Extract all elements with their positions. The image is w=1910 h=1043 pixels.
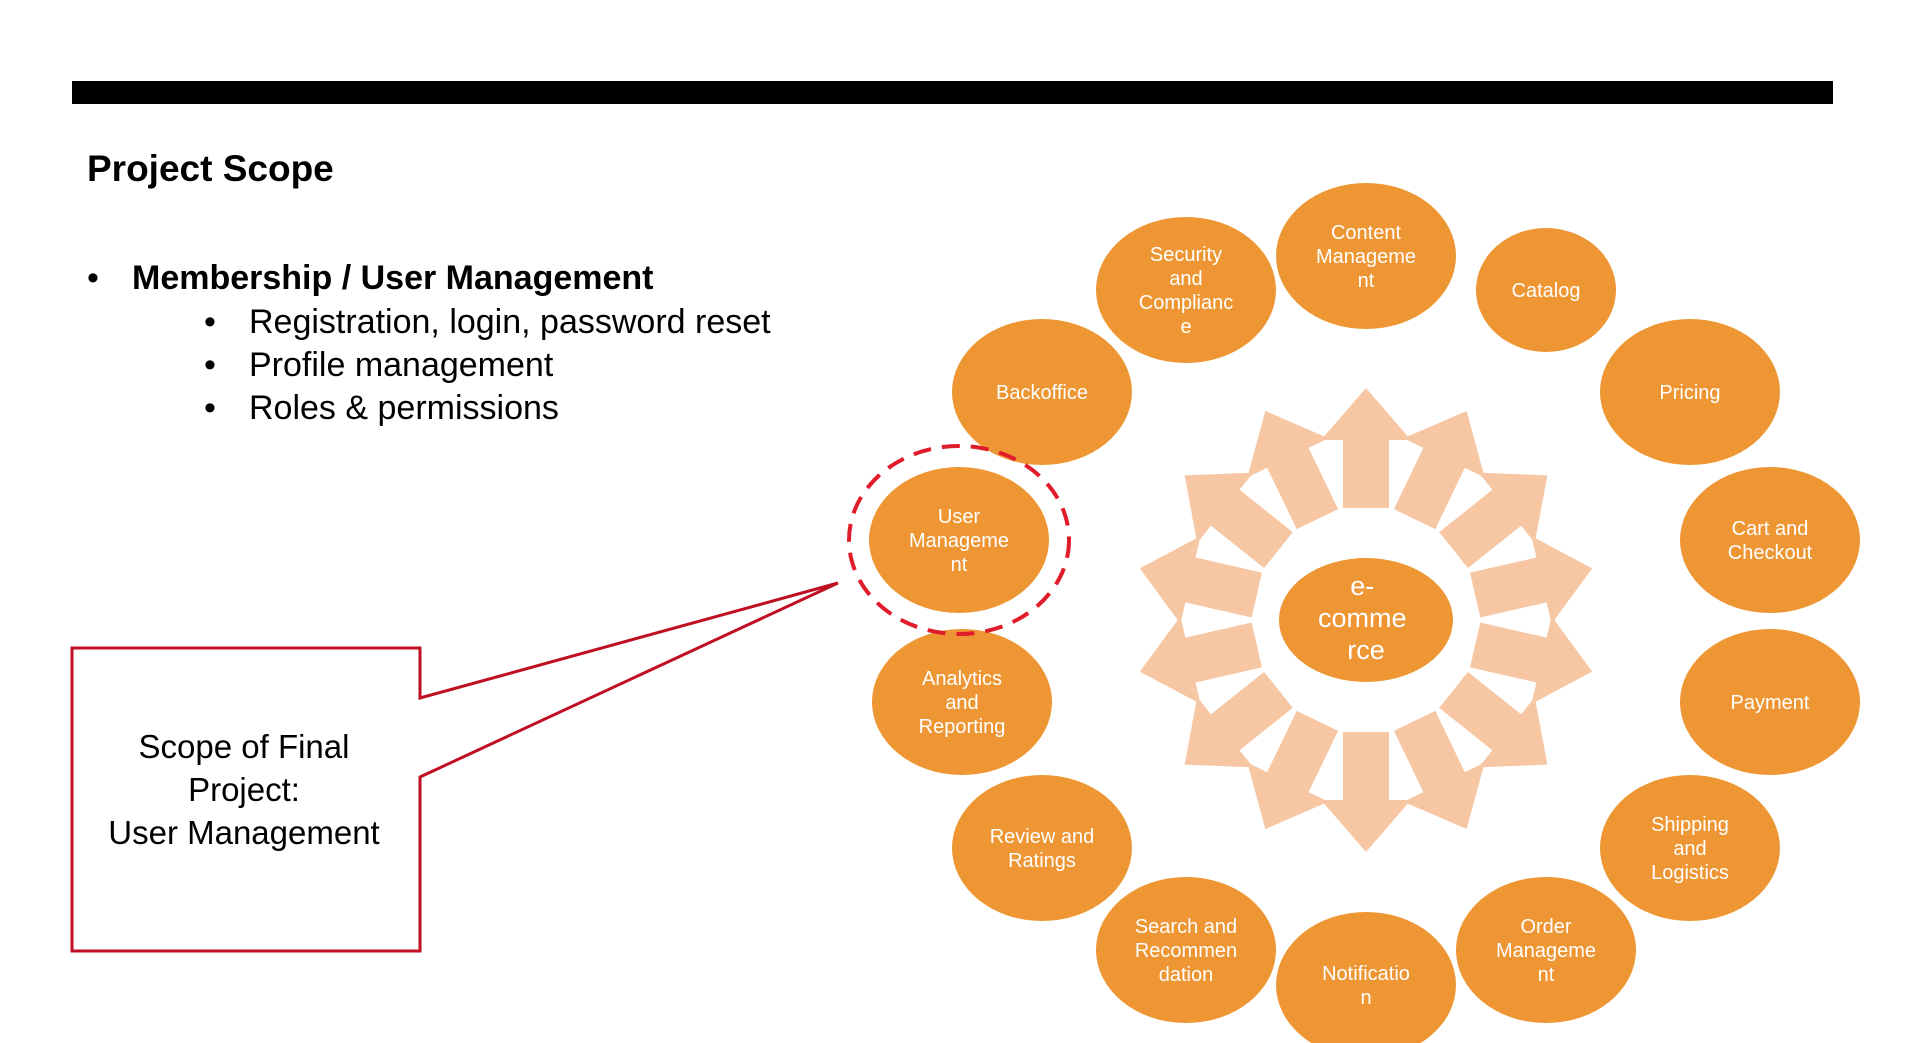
radial-arrow: [1184, 472, 1293, 569]
callout-shape: [70, 581, 839, 953]
subbullet-profile: Profile management: [132, 344, 771, 387]
radial-arrow-shape: [1184, 472, 1293, 569]
radial-arrow-shape: [1139, 536, 1262, 624]
center-node-label: e- comme rce: [1318, 571, 1414, 665]
radial-arrow-shape: [1321, 388, 1411, 508]
node-content-circle: [1276, 183, 1456, 329]
node-order-circle: [1456, 877, 1636, 1023]
node-payment-label: Payment: [1731, 692, 1810, 714]
radial-arrows: [1139, 388, 1593, 852]
callout-line-3: User Management: [108, 814, 380, 851]
radial-arrow-shape: [1470, 536, 1593, 624]
node-cart-circle: [1680, 467, 1860, 613]
node-catalog: Catalog: [1476, 228, 1616, 352]
node-security-circle: [1096, 217, 1276, 363]
node-review-circle: [952, 775, 1132, 921]
radial-arrow: [1439, 472, 1548, 569]
radial-arrow: [1439, 671, 1548, 768]
slide-title: Project Scope: [87, 148, 334, 189]
radial-arrow-shape: [1247, 410, 1339, 530]
radial-arrow: [1247, 410, 1339, 530]
radial-arrow: [1247, 710, 1339, 830]
node-backoffice: Backoffice: [952, 319, 1132, 465]
radial-arrow-shape: [1439, 472, 1548, 569]
radial-arrow-shape: [1470, 616, 1593, 704]
scope-bullet-list: Membership / User Management Registratio…: [87, 255, 771, 430]
radial-arrow: [1139, 616, 1262, 704]
node-notification-circle: [1276, 912, 1456, 1043]
radial-arrow: [1321, 732, 1411, 852]
membership-subitems: Registration, login, password reset Prof…: [132, 301, 771, 430]
node-pricing: Pricing: [1600, 319, 1780, 465]
radial-arrow: [1393, 710, 1485, 830]
node-user-circle: [869, 467, 1049, 613]
bullet-membership: Membership / User Management Registratio…: [87, 255, 771, 430]
callout-line-1: Scope of Final: [138, 728, 350, 765]
node-shipping-circle: [1600, 775, 1780, 921]
radial-arrow-shape: [1247, 710, 1339, 830]
center-node-ecommerce: [1279, 558, 1453, 682]
bullet-membership-label: Membership / User Management: [132, 259, 654, 297]
node-payment: Payment: [1680, 629, 1860, 775]
radial-arrow-shape: [1184, 671, 1293, 768]
radial-arrow: [1139, 536, 1262, 624]
callout-line-2: Project:: [188, 771, 300, 808]
node-backoffice-label: Backoffice: [996, 382, 1088, 404]
radial-arrow: [1321, 388, 1411, 508]
radial-arrow: [1393, 410, 1485, 530]
radial-arrow-shape: [1139, 616, 1262, 704]
header-bar: [72, 81, 1833, 104]
radial-arrow: [1184, 671, 1293, 768]
radial-arrow-shape: [1393, 410, 1485, 530]
subbullet-roles: Roles & permissions: [132, 387, 771, 430]
radial-arrow-shape: [1321, 732, 1411, 852]
node-catalog-circle: [1476, 228, 1616, 352]
subbullet-registration: Registration, login, password reset: [132, 301, 771, 344]
highlight-ring-user-management: [847, 444, 1071, 636]
radial-arrow-shape: [1393, 710, 1485, 830]
node-pricing-label: Pricing: [1659, 382, 1720, 404]
node-payment-circle: [1680, 629, 1860, 775]
node-analytics-circle: [872, 629, 1052, 775]
node-pricing-circle: [1600, 319, 1780, 465]
radial-arrow-shape: [1439, 671, 1548, 768]
radial-arrow: [1470, 616, 1593, 704]
node-search-circle: [1096, 877, 1276, 1023]
node-backoffice-circle: [952, 319, 1132, 465]
callout-text: Scope of Final Project: User Management: [74, 725, 414, 854]
node-catalog-label: Catalog: [1512, 280, 1581, 302]
radial-arrow: [1470, 536, 1593, 624]
